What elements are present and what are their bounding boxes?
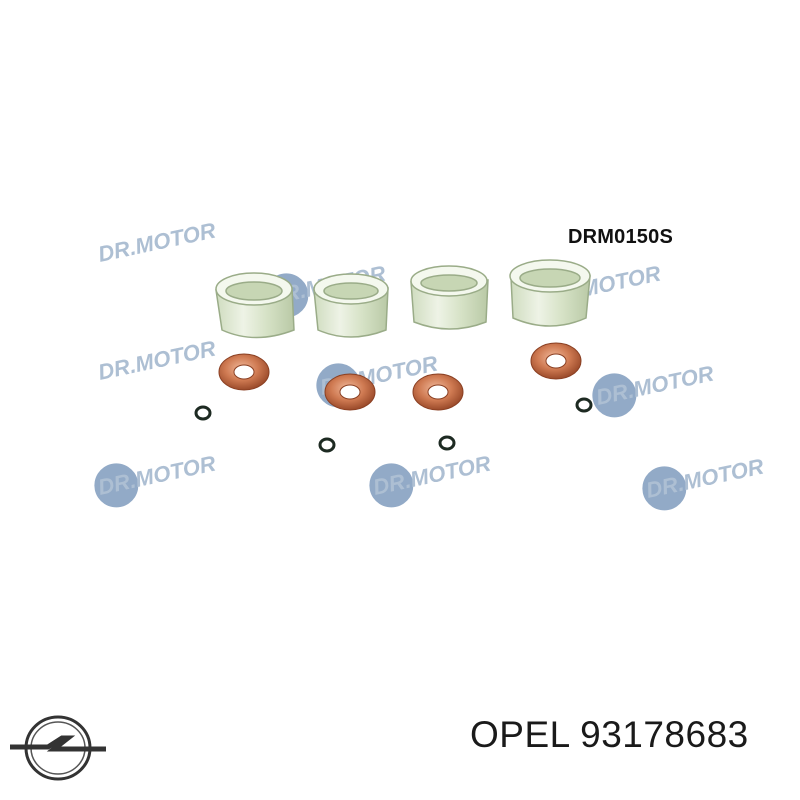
oring-group — [194, 397, 593, 453]
watermark-6: DR.MOTOR — [592, 361, 716, 418]
watermark-text: DR.MOTOR — [96, 451, 218, 500]
watermark-9: DR.MOTOR — [642, 454, 766, 511]
watermark-7: DR.MOTOR — [94, 451, 218, 508]
part-code-label: DRM0150S — [568, 226, 673, 248]
copper-washer-4 — [530, 342, 582, 380]
copper-washer-2 — [324, 373, 376, 411]
sleeve-group — [215, 259, 591, 339]
watermark-1: DR.MOTOR — [96, 218, 218, 267]
o-ring-3 — [438, 435, 456, 451]
o-ring-4 — [575, 397, 593, 413]
sleeve-4 — [509, 259, 591, 327]
watermark-text: DR.MOTOR — [644, 454, 766, 503]
opel-logo-icon — [10, 715, 106, 781]
sleeve-3 — [410, 265, 489, 330]
watermark-group: DR.MOTOR DR.MOTOR DR.MOTOR DR.MOTOR DR.M… — [94, 218, 766, 511]
sleeve-1 — [215, 272, 295, 339]
product-caption: OPEL 93178683 — [470, 714, 749, 755]
o-ring-1 — [194, 405, 212, 421]
sleeve-2 — [313, 273, 389, 338]
watermark-8: DR.MOTOR — [369, 451, 493, 508]
watermark-text: DR.MOTOR — [96, 336, 218, 385]
watermark-text: DR.MOTOR — [594, 361, 716, 410]
watermark-text: DR.MOTOR — [371, 451, 493, 500]
washer-group — [218, 342, 582, 411]
watermark-4: DR.MOTOR — [96, 336, 218, 385]
watermark-text: DR.MOTOR — [96, 218, 218, 267]
copper-washer-3 — [412, 373, 464, 411]
copper-washer-1 — [218, 353, 270, 391]
o-ring-2 — [318, 437, 336, 453]
